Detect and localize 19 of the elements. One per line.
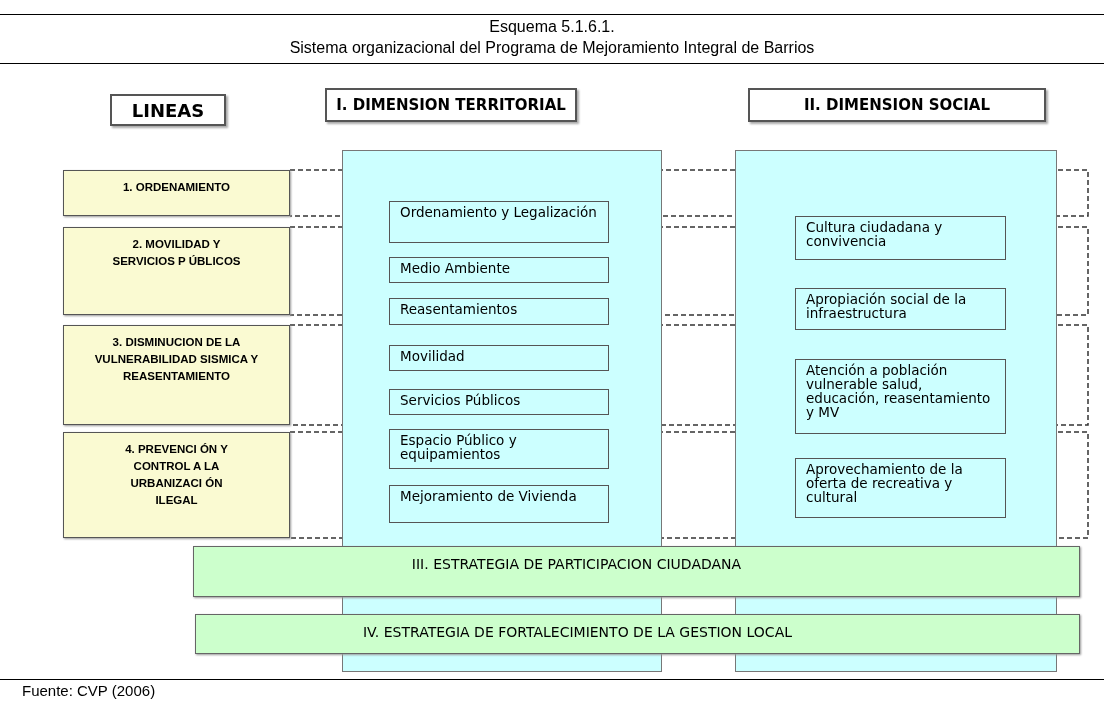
column-heading: I. DIMENSION TERRITORIAL (325, 88, 577, 122)
strategy-band: III. ESTRATEGIA DE PARTICIPACION CIUDADANA (193, 546, 1080, 597)
component-box: Mejoramiento de Vivienda (389, 485, 609, 523)
component-box: Medio Ambiente (389, 257, 609, 283)
component-box: Reasentamientos (389, 298, 609, 325)
component-box: Espacio Público y equipamientos (389, 429, 609, 469)
strategy-band: IV. ESTRATEGIA DE FORTALECIMIENTO DE LA GESTION LOCAL (195, 614, 1080, 654)
component-box: Cultura ciudadana y convivencia (795, 216, 1006, 260)
component-box: Apropiación social de la infraestructura (795, 288, 1006, 330)
source-note: Fuente: CVP (2006) (22, 682, 156, 699)
heading-box: LINEAS (110, 94, 226, 126)
component-box: Ordenamiento y Legalización (389, 201, 609, 243)
component-box: Aprovechamiento de la oferta de recreativa y cultural (795, 458, 1006, 518)
component-box: Movilidad (389, 345, 609, 371)
subtitle: Sistema organizacional del Programa de Mejoramiento Integral de Barrios (288, 39, 816, 57)
component-box: Atención a población vulnerable salud, educación, reasentamiento y MV (795, 359, 1006, 434)
column-heading: II. DIMENSION SOCIAL (748, 88, 1046, 122)
component-box: Servicios Públicos (389, 389, 609, 415)
title: Esquema 5.1.6.1. (488, 18, 616, 36)
